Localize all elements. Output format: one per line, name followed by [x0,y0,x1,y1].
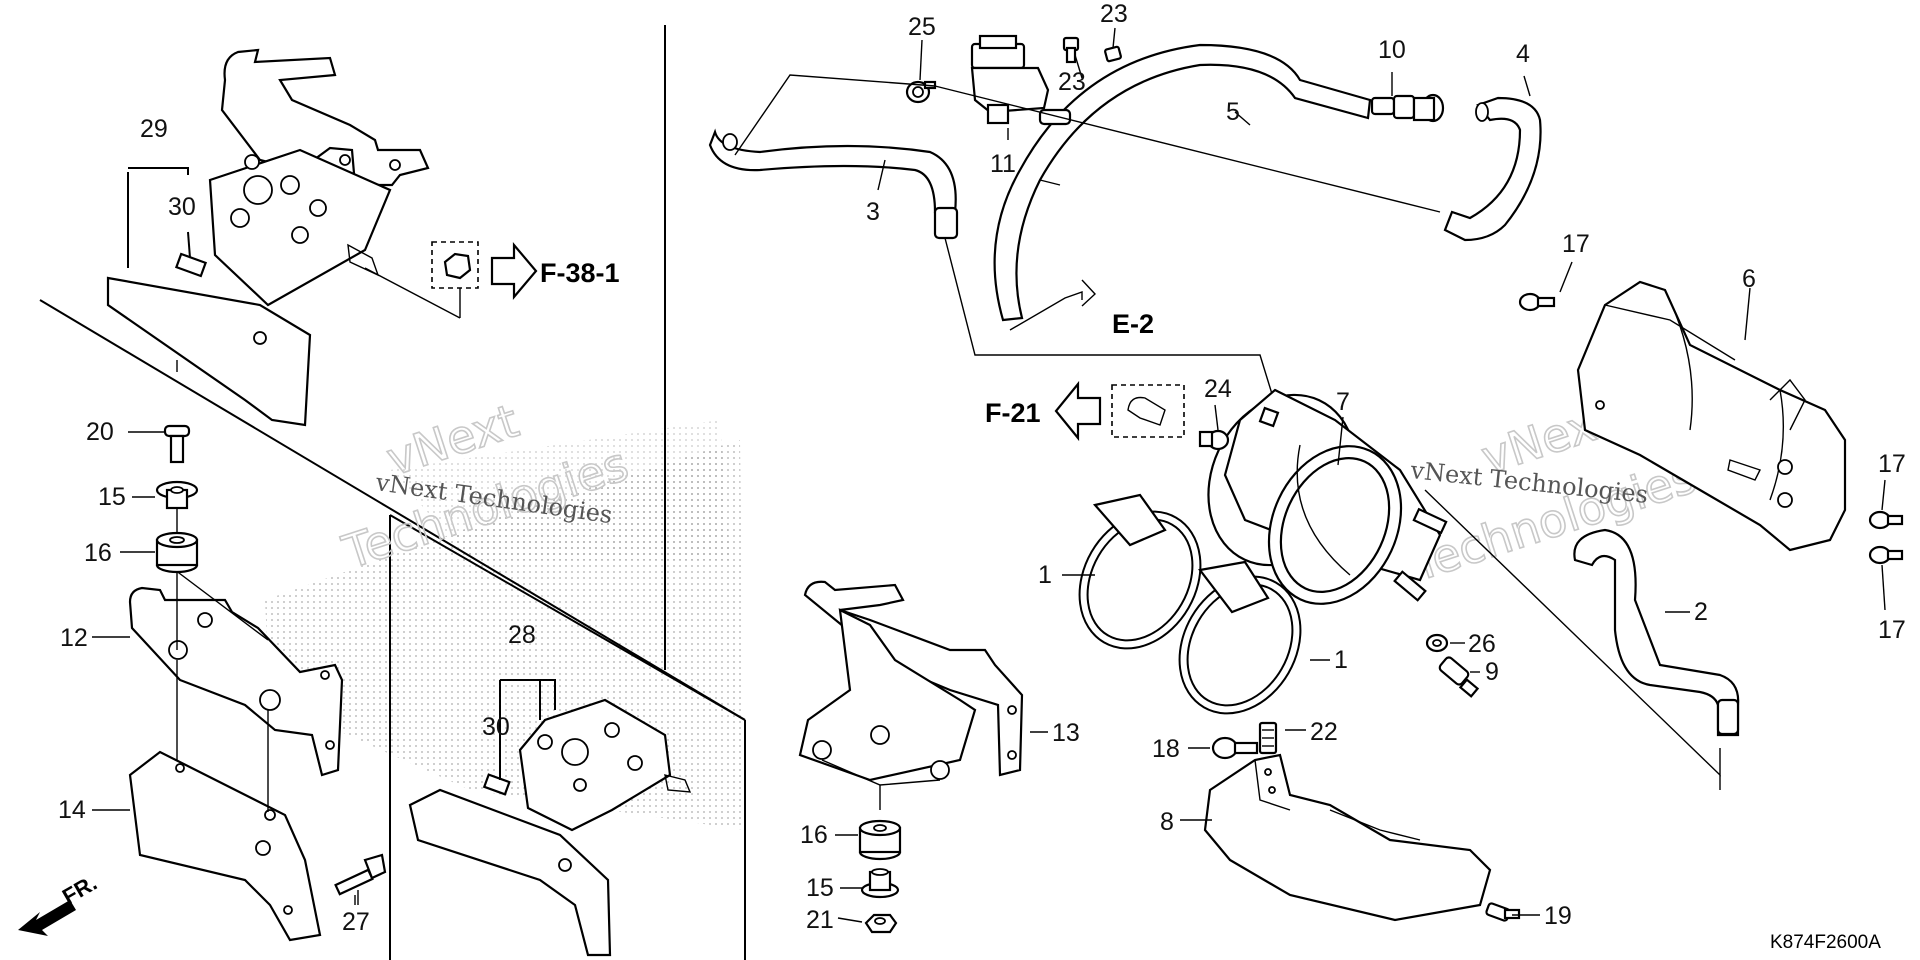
callout-3: 3 [866,198,880,226]
hose-2 [1573,528,1740,737]
band-1-a [1078,493,1202,650]
stay-8 [1203,753,1492,922]
bolt-17-bottom [1868,545,1904,565]
clip-22 [1258,721,1278,755]
callouts: 1 1 2 3 4 5 6 7 8 9 10 11 12 13 14 15 15… [58,0,1906,936]
clamp-25 [905,80,937,104]
hose-5 [993,43,1372,322]
dashed-box-nut [431,241,479,289]
callout-23-a: 23 [1058,68,1086,96]
callout-18: 18 [1152,735,1180,763]
callout-15-b: 15 [806,874,834,902]
front-arrow-icon [18,900,76,936]
divider-diagonal-top [39,299,746,721]
band-1-b [1178,560,1302,715]
callout-8: 8 [1160,808,1174,836]
callout-20: 20 [86,418,114,446]
callout-27: 27 [342,908,370,936]
canister-7 [1207,388,1448,605]
ref-f-21: F-21 [985,398,1041,428]
callout-17-a: 17 [1562,230,1590,258]
callout-2: 2 [1694,598,1708,626]
bolt-23-b [1104,45,1122,63]
hose-3 [708,128,957,214]
ref-e-2: E-2 [1112,309,1154,339]
bolt-19 [1485,902,1521,922]
dashed-box-clip [1111,384,1185,438]
joint-10 [1370,93,1445,123]
callout-24: 24 [1204,375,1232,403]
callout-13: 13 [1052,719,1080,747]
bolt-17-mid [1868,510,1904,530]
clip-outline-icon [1127,396,1166,426]
bracket-center [798,580,1024,782]
leader-lines [92,27,1886,923]
callout-16-a: 16 [84,539,112,567]
arrow-left-icon [1054,380,1102,442]
grommet-16-center [858,819,902,861]
callout-19: 19 [1544,902,1572,930]
solenoid-valve-11 [970,34,1072,126]
bolt-27 [334,853,387,896]
callout-4: 4 [1516,40,1530,68]
callout-5: 5 [1226,98,1240,126]
callout-22: 22 [1310,718,1338,746]
callout-1-b: 1 [1334,646,1348,674]
callout-9: 9 [1485,658,1499,686]
stipple-area-center [390,420,730,560]
callout-12: 12 [60,624,88,652]
callout-10: 10 [1378,36,1406,64]
callout-7: 7 [1336,388,1350,416]
bracket-center-lower [408,698,692,957]
callout-28: 28 [508,621,536,649]
callout-23-b: 23 [1100,0,1128,28]
bolt-18 [1211,736,1259,760]
bolt-20 [163,424,191,464]
callout-21: 21 [806,906,834,934]
callout-30-b: 30 [482,713,510,741]
callout-15-a: 15 [98,483,126,511]
bracket-lower-left [128,586,344,942]
diagram-code: K874F2600A [1770,932,1881,953]
callout-25: 25 [908,13,936,41]
callout-26: 26 [1468,630,1496,658]
callout-17-b: 17 [1878,450,1906,478]
callout-1-a: 1 [1038,561,1052,589]
bracket-top-left [106,48,430,427]
divider-diagonal-mid [389,514,746,721]
nozzle-9 [1438,656,1480,698]
nut-icon [443,252,472,280]
nut-21 [864,913,898,934]
collar-15-center [860,868,900,899]
grommet-16-left [155,531,199,574]
callout-30-a: 30 [168,193,196,221]
callout-6: 6 [1742,265,1756,293]
collar-15-left [155,480,199,510]
hose-4 [1443,96,1542,242]
callout-14: 14 [58,796,86,824]
cover-6 [1576,280,1847,552]
callout-17-c: 17 [1878,616,1906,644]
pad-30-top [174,252,208,278]
clip-24 [1198,429,1230,451]
callout-29: 29 [140,115,168,143]
ref-f-38-1: F-38-1 [540,258,620,288]
callout-16-b: 16 [800,821,828,849]
callout-11: 11 [990,150,1016,178]
bolt-17-top [1518,292,1556,312]
arrow-right-icon [490,241,538,301]
